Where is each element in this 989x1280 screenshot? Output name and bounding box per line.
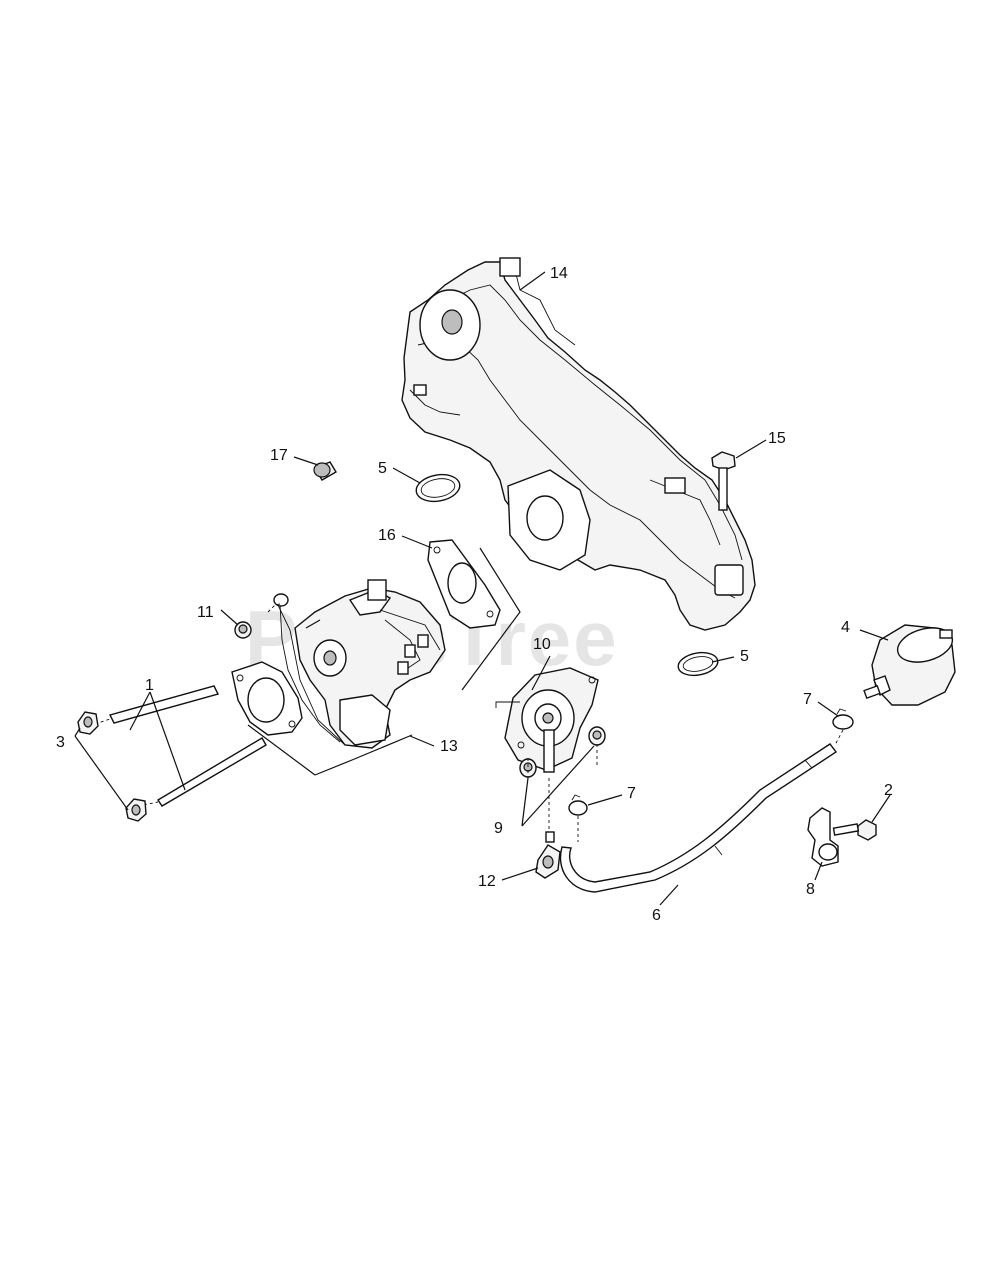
callout-3: 3 bbox=[56, 734, 65, 751]
spacer-part bbox=[313, 461, 337, 481]
callout-4: 4 bbox=[841, 619, 850, 636]
fitting-11-part bbox=[234, 603, 281, 639]
callout-6: 6 bbox=[652, 907, 661, 924]
carburetor-flange-gasket-part bbox=[231, 661, 303, 736]
fuel-filter-part bbox=[863, 624, 956, 706]
pump-fittings-part bbox=[519, 726, 606, 830]
callout-15: 15 bbox=[768, 430, 786, 447]
callout-16: 16 bbox=[378, 527, 396, 544]
callout-14: 14 bbox=[550, 265, 568, 282]
o-ring-lower-part bbox=[677, 651, 719, 677]
fuel-pump-part bbox=[495, 667, 599, 773]
nuts-part bbox=[77, 711, 147, 822]
callout-9: 9 bbox=[494, 820, 503, 837]
callout-1: 1 bbox=[145, 677, 154, 694]
clip-bolt-part bbox=[832, 819, 877, 841]
fuel-hose-part bbox=[559, 743, 838, 893]
elbow-fitting-part bbox=[535, 831, 561, 879]
callout-17: 17 bbox=[270, 447, 288, 464]
throttle-link-part bbox=[273, 593, 341, 743]
callout-2: 2 bbox=[884, 782, 893, 799]
callout-11: 11 bbox=[197, 604, 214, 621]
callout-7-center: 7 bbox=[627, 785, 636, 802]
callout-labels: 14 15 17 5 16 11 1 3 13 5 4 7 10 9 7 12 … bbox=[56, 265, 893, 924]
intake-manifold-part bbox=[401, 257, 756, 631]
callout-13: 13 bbox=[440, 738, 458, 755]
manifold-bolt-part bbox=[711, 451, 736, 511]
callout-10: 10 bbox=[533, 636, 551, 653]
hose-clip-part bbox=[807, 807, 839, 867]
callout-5-lower: 5 bbox=[740, 648, 749, 665]
carburetor-assembly-part bbox=[247, 579, 446, 776]
callout-12: 12 bbox=[478, 873, 496, 890]
callout-5-upper: 5 bbox=[378, 460, 387, 477]
leader-lines bbox=[74, 271, 891, 906]
o-ring-upper-part bbox=[415, 473, 461, 503]
carburetor-gasket-part bbox=[427, 539, 521, 691]
callout-7-right: 7 bbox=[803, 691, 812, 708]
hose-clamps-part bbox=[568, 708, 854, 842]
callout-8: 8 bbox=[806, 881, 815, 898]
